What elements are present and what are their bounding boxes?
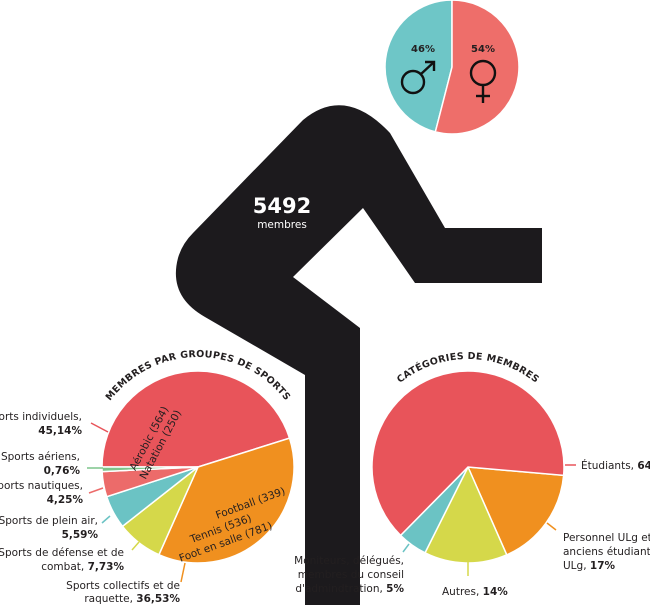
- total-label: membres: [257, 219, 307, 231]
- svg-text:d'admindtration, 5%: d'admindtration, 5%: [295, 583, 404, 595]
- label-defense: Sports de défense et de combat, 7,73%: [0, 541, 140, 573]
- sports-groups-pie: [101, 370, 295, 564]
- pie-slice: [371, 370, 565, 537]
- pie-slice: [101, 370, 291, 468]
- label-collectifs: Sports collectifs et de raquette, 36,53%: [66, 562, 186, 605]
- pie-slice: [384, 0, 453, 133]
- svg-text:Moniteurs, délégués,: Moniteurs, délégués,: [294, 555, 404, 567]
- pie-slice: [466, 466, 565, 556]
- label-etudiants: Étudiants, 64%: [565, 459, 650, 472]
- gender-pie: [384, 0, 520, 135]
- svg-text:anciens étudiants: anciens étudiants: [563, 546, 650, 558]
- svg-text:Sports individuels,: Sports individuels,: [0, 411, 82, 423]
- svg-text:0,76%: 0,76%: [44, 465, 81, 477]
- svg-text:Personnel ULg et: Personnel ULg et: [563, 532, 650, 544]
- member-categories-pie: [371, 370, 565, 564]
- svg-text:combat, 7,73%: combat, 7,73%: [41, 561, 124, 573]
- cyclist-figure: [175, 105, 542, 605]
- label-autres: Autres, 14%: [442, 556, 508, 598]
- pie-slice: [157, 437, 295, 564]
- svg-text:Sports aériens,: Sports aériens,: [1, 451, 80, 463]
- total-value: 5492: [253, 194, 311, 218]
- label-aeriens: Sports aériens, 0,76%: [1, 451, 103, 477]
- svg-text:Sports de défense et de: Sports de défense et de: [0, 547, 124, 559]
- svg-text:ULg, 17%: ULg, 17%: [563, 560, 616, 572]
- svg-text:4,25%: 4,25%: [47, 494, 84, 506]
- male-pct: 46%: [411, 44, 435, 55]
- label-moniteurs: Moniteurs, délégués, membres du conseil …: [294, 543, 410, 595]
- pie-slice: [424, 465, 508, 564]
- pie-slice: [101, 466, 199, 473]
- svg-text:45,14%: 45,14%: [38, 425, 82, 437]
- svg-text:Sports nautiques,: Sports nautiques,: [0, 480, 83, 492]
- label-nautiques: Sports nautiques, 4,25%: [0, 480, 104, 506]
- svg-text:Étudiants, 64%: Étudiants, 64%: [581, 459, 650, 472]
- svg-text:raquette, 36,53%: raquette, 36,53%: [84, 593, 180, 605]
- svg-text:membres du conseil: membres du conseil: [298, 569, 404, 581]
- male-symbol-icon: [400, 60, 436, 95]
- label-individuels: Sports individuels, 45,14%: [0, 411, 109, 437]
- svg-text:5,59%: 5,59%: [62, 529, 99, 541]
- label-personnel: Personnel ULg et anciens étudiants ULg, …: [546, 522, 650, 572]
- svg-text:Sports de plein air,: Sports de plein air,: [0, 515, 98, 527]
- svg-text:Sports collectifs et de: Sports collectifs et de: [66, 580, 180, 592]
- label-plein-air: Sports de plein air, 5,59%: [0, 515, 111, 541]
- svg-text:Autres, 14%: Autres, 14%: [442, 586, 508, 598]
- female-pct: 54%: [471, 44, 495, 55]
- pie-slice: [434, 0, 520, 135]
- female-symbol-icon: [469, 59, 497, 103]
